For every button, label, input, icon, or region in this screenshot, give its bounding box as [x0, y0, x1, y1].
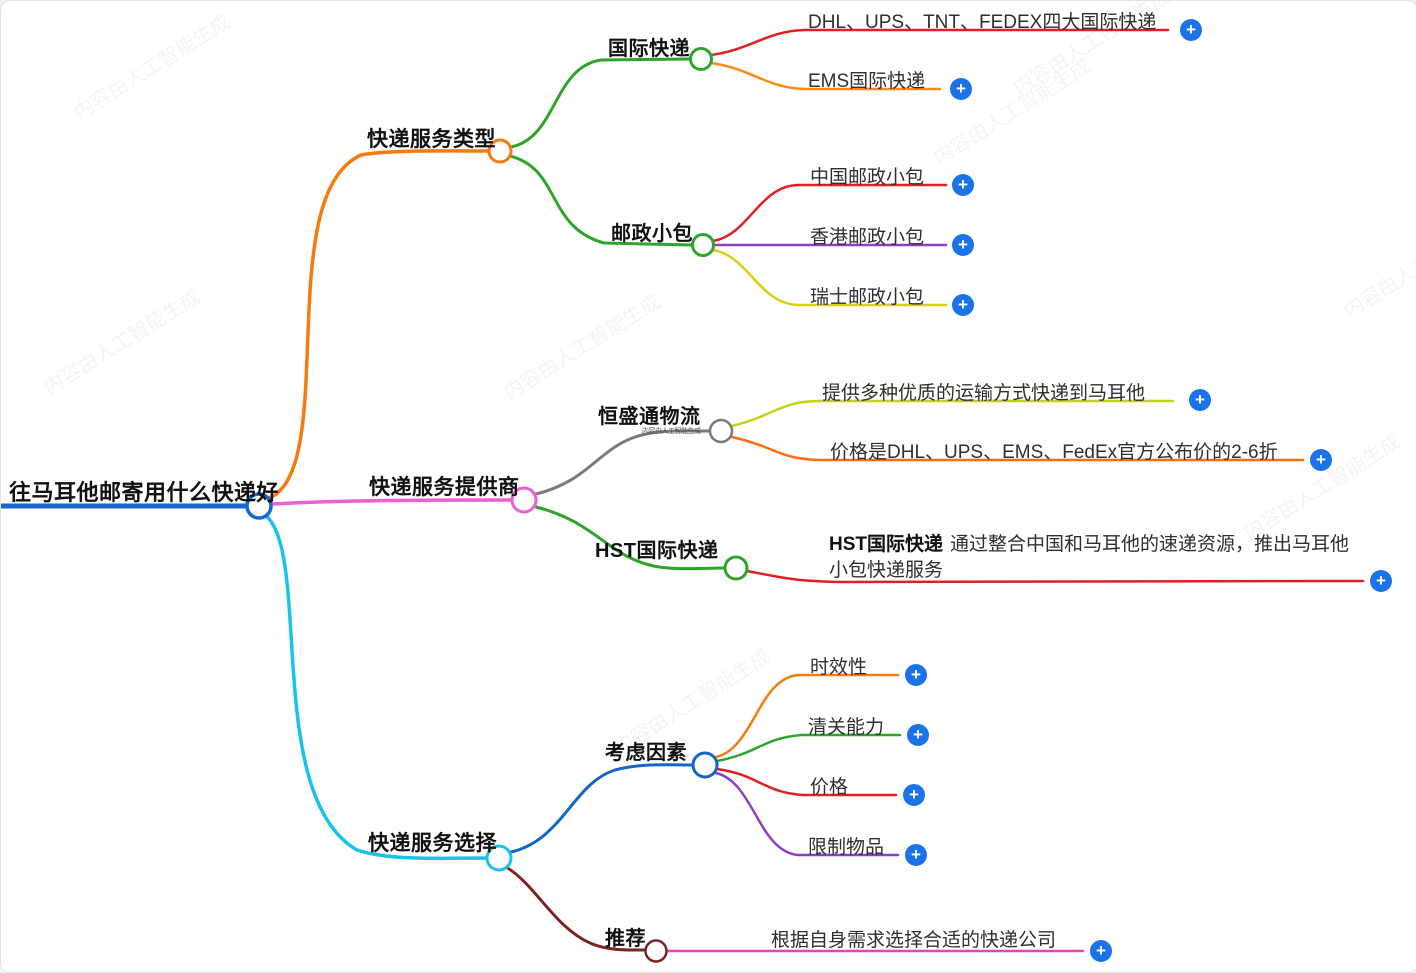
add-icon: + [1096, 941, 1106, 960]
add-icon: + [1376, 571, 1386, 590]
node-circle-postal-packet[interactable] [691, 233, 715, 257]
node-circle-factors[interactable] [691, 751, 719, 779]
add-icon: + [913, 725, 923, 744]
leaf-label-hk-post[interactable]: 香港邮政小包 [810, 227, 925, 248]
add-button-ems[interactable]: + [950, 78, 972, 100]
add-button-advice[interactable]: + [1090, 940, 1112, 962]
add-button-hst-desc[interactable]: + [1370, 570, 1392, 592]
edge-hst-desc [745, 569, 1365, 584]
add-icon: + [911, 665, 921, 684]
add-icon: + [1316, 450, 1326, 469]
add-icon: + [911, 845, 921, 864]
node-circle-providers[interactable] [510, 486, 538, 514]
edge-selection-factors [509, 763, 695, 854]
hst-desc-bold: HST国际快递 [829, 534, 944, 555]
node-circle-hst[interactable] [723, 555, 749, 581]
node-label-postal-packet[interactable]: 邮政小包 [611, 223, 693, 245]
node-circle-service-types[interactable] [487, 138, 513, 164]
edge-factors-customs [715, 733, 902, 763]
leaf-label-customs[interactable]: 清关能力 [808, 717, 885, 738]
add-icon: + [956, 79, 966, 98]
add-button-timeliness[interactable]: + [905, 664, 927, 686]
node-circle-selection[interactable] [485, 844, 513, 872]
add-button-price[interactable]: + [903, 784, 925, 806]
edge-providers-hst [534, 505, 727, 571]
add-button-china-post[interactable]: + [952, 174, 974, 196]
add-button-restricted[interactable]: + [905, 844, 927, 866]
add-button-transport[interactable]: + [1189, 389, 1211, 411]
node-label-hst[interactable]: HST国际快递 [595, 540, 719, 562]
leaf-label-advice[interactable]: 根据自身需求选择合适的快递公司 [771, 930, 1057, 951]
leaf-label-hst-desc[interactable]: HST国际快递通过整合中国和马耳他的速递资源，推出马耳他小包快递服务 [829, 532, 1359, 584]
add-button-swiss-post[interactable]: + [952, 294, 974, 316]
edge-hengshengtong-transport [730, 399, 1175, 428]
hst-desc-text: 通过整合中国和马耳他的速递资源，推出马耳他小包快递服务 [829, 534, 1350, 581]
node-circle-recommendation[interactable] [644, 939, 668, 963]
node-label-service-types[interactable]: 快递服务类型 [367, 128, 496, 151]
edge-types-intl [509, 57, 692, 149]
edge-root-selection [262, 512, 489, 861]
edge-postal-china [711, 183, 948, 243]
node-circle-root[interactable] [245, 492, 273, 520]
leaf-label-ems[interactable]: EMS国际快递 [808, 71, 926, 92]
add-button-hk-post[interactable]: + [952, 234, 974, 256]
leaf-label-swiss-post[interactable]: 瑞士邮政小包 [810, 287, 925, 308]
leaf-label-big4[interactable]: DHL、UPS、TNT、FEDEX四大国际快递 [808, 12, 1157, 33]
root-node-label[interactable]: 往马耳他邮寄用什么快递好 [9, 480, 280, 505]
node-label-providers[interactable]: 快递服务提供商 [369, 476, 520, 499]
node-label-recommendation[interactable]: 推荐 [605, 928, 646, 950]
add-button-big4[interactable]: + [1180, 19, 1202, 41]
edge-hengshengtong-price [730, 435, 1305, 462]
node-label-selection[interactable]: 快递服务选择 [368, 832, 497, 855]
add-icon: + [958, 175, 968, 194]
leaf-label-transport[interactable]: 提供多种优质的运输方式快递到马耳他 [822, 383, 1146, 404]
edge-factors-timeliness [714, 673, 900, 759]
edge-root-service-types [265, 149, 491, 501]
leaf-label-china-post[interactable]: 中国邮政小包 [810, 167, 925, 188]
edge-providers-hengshengtong [534, 429, 712, 496]
edge-factors-price [715, 767, 898, 797]
edge-factors-restricted [714, 771, 900, 857]
add-button-customs[interactable]: + [907, 724, 929, 746]
add-icon: + [1195, 390, 1205, 409]
edge-root-providers [270, 498, 514, 506]
node-circle-intl-express[interactable] [689, 47, 713, 71]
edge-postal-swiss [711, 248, 948, 307]
edge-intl-big4 [709, 28, 1170, 57]
add-icon: + [909, 785, 919, 804]
add-button-price-discount[interactable]: + [1310, 449, 1332, 471]
edge-types-postal [508, 154, 694, 247]
node-circle-hengshengtong[interactable] [708, 418, 734, 444]
leaf-label-price-discount[interactable]: 价格是DHL、UPS、EMS、FedEx官方公布价的2-6折 [830, 442, 1278, 463]
node-label-factors[interactable]: 考虑因素 [605, 742, 687, 764]
leaf-label-restricted[interactable]: 限制物品 [808, 837, 885, 858]
leaf-label-timeliness[interactable]: 时效性 [810, 657, 868, 678]
edge-intl-ems [709, 61, 942, 91]
add-icon: + [958, 235, 968, 254]
node-label-intl-express[interactable]: 国际快递 [608, 38, 690, 60]
add-icon: + [1186, 20, 1196, 39]
leaf-label-price[interactable]: 价格 [810, 777, 849, 798]
add-icon: + [958, 295, 968, 314]
edge-selection-recommendation [504, 865, 648, 952]
node-label-hengshengtong[interactable]: 恒盛通物流 [598, 406, 701, 428]
